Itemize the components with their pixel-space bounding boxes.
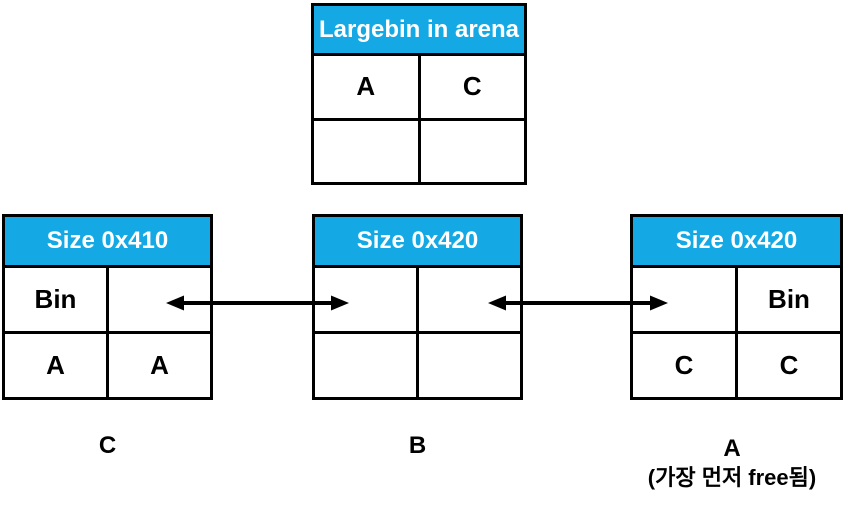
chunk-c-cell-r1c2 bbox=[106, 268, 210, 331]
chunk-b-label-text: B bbox=[408, 432, 427, 459]
chunk-a-label-sub: (가장 먼저 free됨) bbox=[647, 465, 817, 490]
chunk-table-b: Size 0x420 bbox=[312, 214, 523, 400]
arena-cell-r2c1 bbox=[314, 121, 418, 183]
arena-table-body: A C bbox=[314, 56, 524, 182]
arena-row-1: A C bbox=[314, 56, 524, 118]
chunk-b-row-1 bbox=[315, 268, 520, 331]
chunk-b-row-2 bbox=[315, 331, 520, 397]
chunk-a-size-header: Size 0x420 bbox=[633, 217, 840, 268]
chunk-a-body: Bin C C bbox=[633, 268, 840, 397]
chunk-b-body bbox=[315, 268, 520, 397]
chunk-c-label-text: C bbox=[98, 432, 117, 459]
arena-cell-r1c1: A bbox=[356, 71, 376, 102]
arena-cell-r1c2: C bbox=[417, 56, 525, 118]
chunk-b-label: B bbox=[312, 431, 523, 460]
chunk-a-label: A (가장 먼저 free됨) bbox=[612, 434, 851, 492]
arena-row-2 bbox=[314, 117, 525, 183]
chunk-a-label-text: A bbox=[723, 435, 741, 462]
chunk-a-row-2: C C bbox=[633, 331, 840, 397]
chunk-c-size-header: Size 0x410 bbox=[5, 217, 210, 268]
chunk-c-label: C bbox=[2, 431, 213, 460]
chunk-c-cell-r2c2: A bbox=[106, 334, 210, 397]
chunk-a-cell-r1c1 bbox=[633, 268, 735, 331]
chunk-table-a: Size 0x420 Bin C C bbox=[630, 214, 843, 400]
chunk-c-row-1: Bin bbox=[5, 268, 210, 331]
chunk-a-cell-r2c1: C bbox=[674, 350, 694, 380]
chunk-a-cell-r2c2: C bbox=[735, 334, 840, 397]
arena-cell-r2c2 bbox=[417, 120, 525, 182]
chunk-a-cell-r1c2: Bin bbox=[735, 268, 840, 331]
chunk-c-cell-r2c1: A bbox=[46, 350, 65, 380]
chunk-c-body: Bin A A bbox=[5, 268, 210, 397]
arena-table: Largebin in arena A C bbox=[311, 3, 527, 185]
arena-table-title: Largebin in arena bbox=[314, 6, 524, 56]
chunk-b-cell-r1c1 bbox=[315, 268, 416, 331]
chunk-c-cell-r1c1: Bin bbox=[34, 284, 77, 314]
chunk-b-size-header: Size 0x420 bbox=[315, 217, 520, 268]
chunk-table-c: Size 0x410 Bin A A bbox=[2, 214, 213, 400]
chunk-b-cell-r2c2 bbox=[416, 334, 520, 397]
chunk-a-row-1: Bin bbox=[633, 268, 840, 331]
chunk-b-cell-r1c2 bbox=[416, 268, 520, 331]
chunk-c-row-2: A A bbox=[5, 331, 210, 397]
chunk-b-cell-r2c1 bbox=[315, 334, 416, 397]
